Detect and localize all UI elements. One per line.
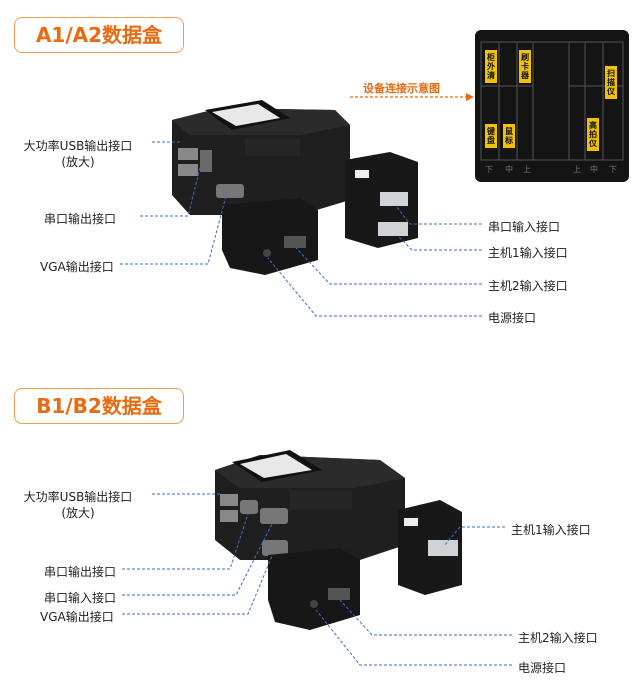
connection-diagram-grid [480, 41, 624, 161]
b-vga-out-leader [122, 555, 273, 615]
b-usb-high-power-label: 大功率USB输出接口 [23, 490, 133, 504]
b-serial-out-label: 串口输出接口 [44, 565, 117, 579]
connection-arrow [350, 93, 474, 101]
b-serial-in-label: 串口输入接口 [44, 591, 117, 605]
b-host2-in-label: 主机2输入接口 [518, 631, 598, 645]
a-serial-out-leader [140, 167, 201, 217]
b-host2-in-leader [339, 599, 512, 636]
b-power-leader [315, 609, 512, 666]
port-tick-3: 上 [523, 165, 531, 174]
a-host1-in-leader [397, 235, 482, 251]
device-label-scanner: 扫描仪 [605, 66, 617, 99]
a-vga-out-leader [120, 195, 227, 265]
section-a-title: A1/A2数据盒 [14, 17, 184, 53]
port-tick-4: 上 [573, 165, 581, 174]
a-vga-out-label: VGA输出接口 [40, 260, 114, 274]
a-serial-in-leader [395, 205, 482, 225]
a-usb-high-power-label: 大功率USB输出接口 [23, 139, 133, 153]
b-power-label: 电源接口 [518, 661, 567, 675]
device-label-card-reader: 刷卡器 [519, 50, 531, 83]
a-host2-in-label: 主机2输入接口 [488, 279, 568, 293]
port-tick-1: 下 [485, 165, 493, 174]
b-vga-out-label: VGA输出接口 [40, 610, 114, 624]
device-label-guiwaiqing: 柜外清 [485, 50, 497, 83]
device-label-document-camera: 高拍仪 [587, 118, 599, 151]
section-b-title: B1/B2数据盒 [14, 388, 184, 424]
a-serial-in-label: 串口输入接口 [488, 220, 561, 234]
port-tick-2: 中 [505, 165, 513, 174]
b-serial-out-leader [122, 513, 249, 570]
b-host1-in-label: 主机1输入接口 [511, 523, 591, 537]
port-tick-5: 中 [590, 165, 598, 174]
b-usb-note-label: (放大) [61, 506, 95, 520]
b-serial-in-leader [122, 523, 273, 596]
device-label-keyboard: 键盘 [485, 124, 497, 148]
connection-diagram: 柜外清 刷卡器 键盘 鼠标 高拍仪 扫描仪 下 中 上 上 中 下 [475, 30, 629, 182]
port-tick-6: 下 [609, 165, 617, 174]
device-label-mouse: 鼠标 [503, 124, 515, 148]
a-usb-note-label: (放大) [61, 155, 95, 169]
a-power-leader [267, 257, 482, 317]
a-host2-in-leader [295, 247, 482, 285]
a-serial-out-label: 串口输出接口 [44, 212, 117, 226]
b-host1-in-leader [443, 526, 505, 547]
a-host1-in-label: 主机1输入接口 [488, 246, 568, 260]
a-power-label: 电源接口 [488, 311, 537, 325]
connection-diagram-title: 设备连接示意图 [363, 82, 440, 95]
